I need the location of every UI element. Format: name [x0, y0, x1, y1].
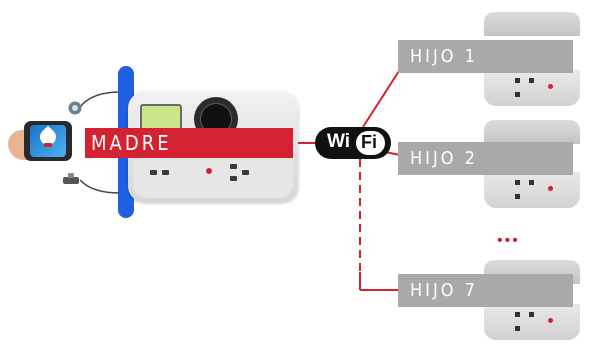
hijo-7-controller-body — [484, 304, 580, 340]
madre-label: MADRE — [85, 128, 293, 158]
hijo-1-key — [529, 78, 534, 83]
controller-button — [230, 164, 237, 169]
hijo-7-key — [515, 312, 520, 317]
hijo-2-key — [515, 194, 520, 199]
hijo-2-red-key — [548, 186, 553, 191]
hijo-1-red-key — [548, 84, 553, 89]
hijo-7-red-key — [548, 318, 553, 323]
hijo-7-key — [529, 312, 534, 317]
hijo-1-controller-body — [484, 70, 580, 106]
hijo-2-controller-top — [484, 120, 580, 144]
controller-panel — [133, 156, 293, 198]
hijo-7-label: HIJO 7 — [398, 274, 573, 307]
wifi-wi-text: Wi — [327, 131, 351, 152]
ellipsis: ••• — [497, 232, 520, 249]
hijo-7-key — [515, 326, 520, 331]
hijo-2-label: HIJO 2 — [398, 142, 573, 175]
valve-sensor-icon — [63, 173, 79, 184]
controller-button — [242, 170, 249, 175]
controller-button — [150, 170, 157, 175]
controller-red-button — [206, 168, 212, 174]
wifi-fi-bubble — [356, 131, 385, 155]
flow-sensor-icon — [68, 101, 82, 115]
controller-button — [230, 176, 237, 181]
hijo-1-key — [515, 78, 520, 83]
hijo-2-key — [529, 180, 534, 185]
wifi-fi-text: Fi — [361, 132, 377, 152]
hijo-2-key — [515, 180, 520, 185]
app-badge — [44, 143, 52, 147]
hijo-1-label: HIJO 1 — [398, 40, 573, 73]
controller-button — [162, 170, 169, 175]
hijo-1-controller-top — [484, 12, 580, 36]
hijo-1-key — [515, 92, 520, 97]
hijo-2-controller-body — [484, 172, 580, 208]
